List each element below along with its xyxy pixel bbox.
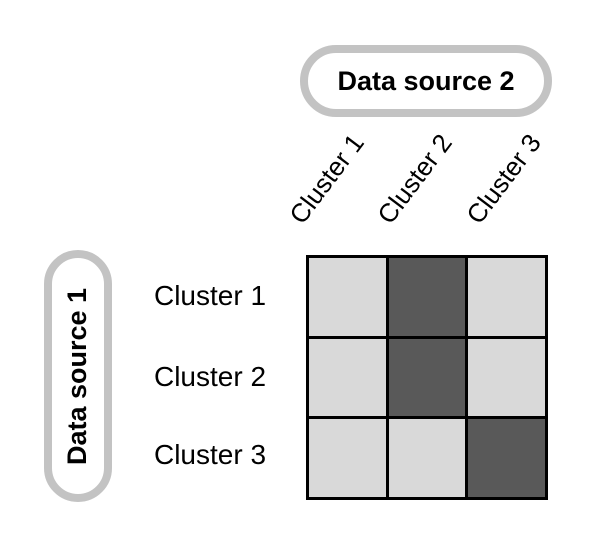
column-label-2: Cluster 2 — [371, 128, 458, 230]
matrix-cell-r3c2 — [388, 419, 466, 497]
matrix-cell-r1c2 — [388, 258, 466, 336]
column-label-1: Cluster 1 — [283, 128, 370, 230]
data-source-1-label: Data source 1 — [62, 287, 93, 465]
row-label-2: Cluster 2 — [153, 361, 267, 392]
row-label-3: Cluster 3 — [153, 439, 267, 470]
matrix-cell-r2c3 — [468, 338, 545, 417]
row-label-1: Cluster 1 — [153, 280, 267, 311]
matrix-cell-r2c1 — [309, 338, 386, 417]
cluster-matrix-grid — [306, 255, 548, 500]
column-label-3: Cluster 3 — [460, 128, 547, 230]
matrix-cell-r3c1 — [309, 419, 386, 497]
data-source-2-pill: Data source 2 — [300, 45, 552, 117]
matrix-cell-r2c2 — [388, 338, 466, 417]
matrix-cell-r3c3 — [468, 419, 545, 497]
matrix-cell-r1c1 — [309, 258, 386, 336]
matrix-cell-r1c3 — [468, 258, 545, 336]
data-source-2-label: Data source 2 — [337, 65, 515, 96]
data-source-1-pill: Data source 1 — [44, 250, 112, 502]
